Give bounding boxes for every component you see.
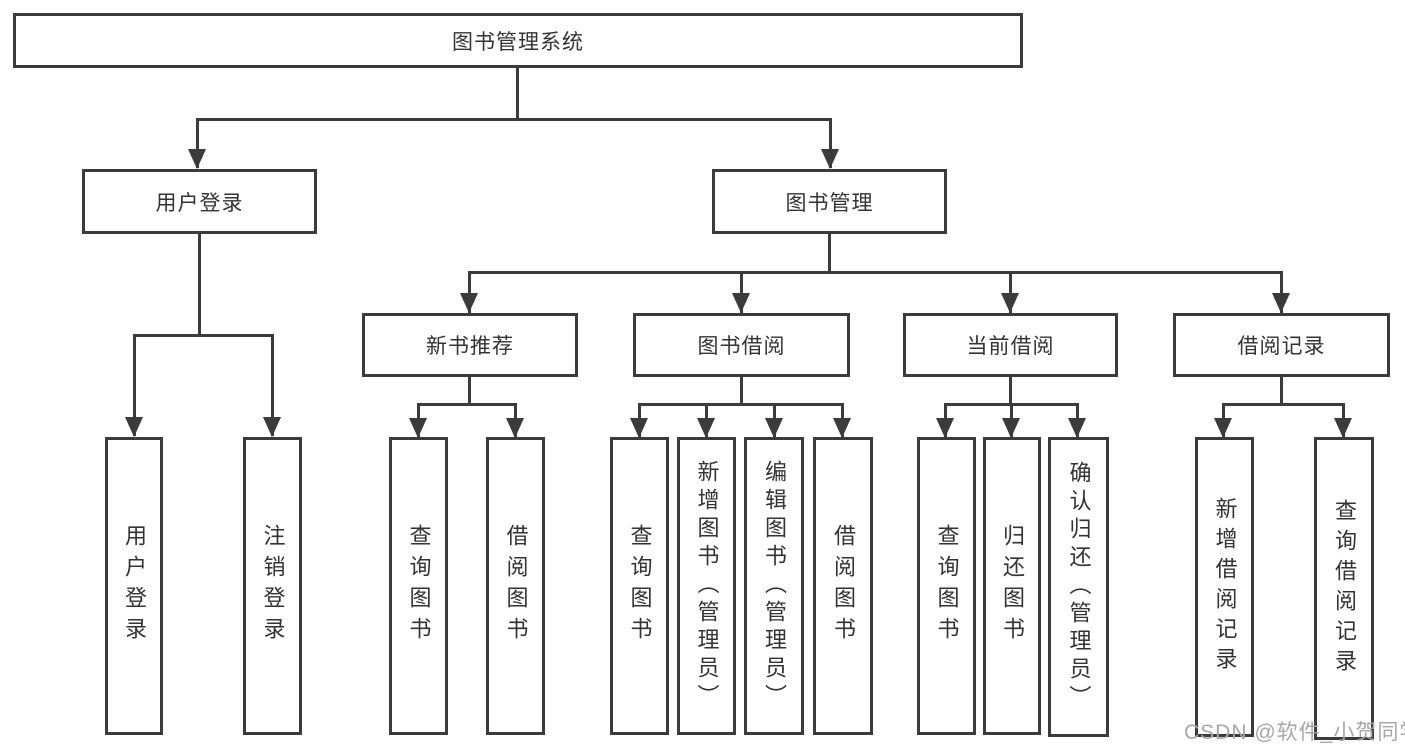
- node-leaf-bb-query-books: 查询图书: [610, 437, 669, 735]
- arrowhead-nbr-leaf1: [409, 418, 427, 438]
- arrowhead-user-login: [188, 149, 206, 169]
- connector-book-mgmt-stem: [828, 234, 831, 274]
- node-leaf-br-query-record: 查询借阅记录: [1314, 437, 1374, 740]
- arrowhead-bb-leaf2: [697, 418, 715, 438]
- node-leaf-bb-edit-books-admin: 编辑图书（管理员）: [744, 437, 804, 735]
- arrowhead-cb-leaf1: [936, 418, 954, 438]
- connector-root-stem: [516, 66, 519, 120]
- connector-to-new-book-recommend: [468, 271, 471, 313]
- node-leaf-bb-borrow-books: 借阅图书: [813, 437, 873, 735]
- node-leaf-user-login: 用户登录: [105, 437, 163, 735]
- arrowhead-bb-leaf4: [833, 418, 851, 438]
- connector-user-login-bar: [133, 334, 274, 337]
- arrowhead-leaf-logout: [263, 417, 281, 437]
- node-leaf-cb-query-books: 查询图书: [917, 437, 976, 735]
- node-leaf-br-add-record: 新增借阅记录: [1195, 437, 1254, 737]
- connector-to-leaf-user-login: [133, 334, 136, 436]
- arrowhead-nbr-leaf2: [506, 418, 524, 438]
- connector-level3-bar: [468, 271, 1282, 274]
- node-leaf-nbr-borrow-books: 借阅图书: [486, 437, 545, 735]
- arrowhead-leaf-user-login: [125, 417, 143, 437]
- arrowhead-cb-leaf3: [1068, 418, 1086, 438]
- arrowhead-book-borrowing: [732, 293, 750, 313]
- connector-nbr-stem: [468, 377, 471, 406]
- arrowhead-bb-leaf1: [630, 418, 648, 438]
- arrowhead-borrow-records: [1272, 293, 1290, 313]
- connector-nbr-bar: [417, 403, 517, 406]
- node-user-login: 用户登录: [82, 169, 317, 234]
- node-leaf-nbr-query-books: 查询图书: [389, 437, 448, 735]
- connector-bb-bar: [638, 403, 843, 406]
- node-leaf-bb-add-books-admin: 新增图书（管理员）: [677, 437, 736, 735]
- arrowhead-new-book-recommend: [460, 293, 478, 313]
- node-leaf-logout: 注销登录: [243, 437, 302, 735]
- node-library-management-system: 图书管理系统: [13, 13, 1023, 68]
- csdn-watermark: CSDN @软件_小贺同学: [1184, 721, 1405, 744]
- node-current-borrowing: 当前借阅: [903, 313, 1118, 377]
- connector-to-borrow-records: [1280, 271, 1283, 313]
- arrowhead-br-leaf2: [1334, 418, 1352, 438]
- connector-level1-bar: [196, 118, 832, 121]
- connector-user-login-stem: [198, 234, 201, 337]
- connector-cb-stem: [1009, 377, 1012, 406]
- connector-to-book-borrowing: [740, 271, 743, 313]
- connector-bb-stem: [740, 377, 743, 406]
- arrowhead-current-borrowing: [1001, 293, 1019, 313]
- arrowhead-br-leaf1: [1214, 418, 1232, 438]
- node-new-book-recommend: 新书推荐: [362, 313, 578, 377]
- node-leaf-cb-confirm-return-admin: 确认归还（管理员）: [1048, 437, 1109, 737]
- connector-to-user-login: [196, 118, 199, 168]
- connector-to-leaf-logout: [271, 334, 274, 436]
- node-leaf-cb-return-books: 归还图书: [983, 437, 1041, 735]
- node-book-management: 图书管理: [712, 169, 947, 234]
- arrowhead-book-management: [821, 149, 839, 169]
- connector-br-bar: [1222, 403, 1344, 406]
- connector-to-current-borrowing: [1009, 271, 1012, 313]
- node-borrow-records: 借阅记录: [1173, 313, 1390, 377]
- connector-to-book-management: [829, 118, 832, 168]
- node-book-borrowing: 图书借阅: [633, 313, 850, 377]
- arrowhead-bb-leaf3: [765, 418, 783, 438]
- connector-br-stem: [1280, 377, 1283, 406]
- arrowhead-cb-leaf2: [1002, 418, 1020, 438]
